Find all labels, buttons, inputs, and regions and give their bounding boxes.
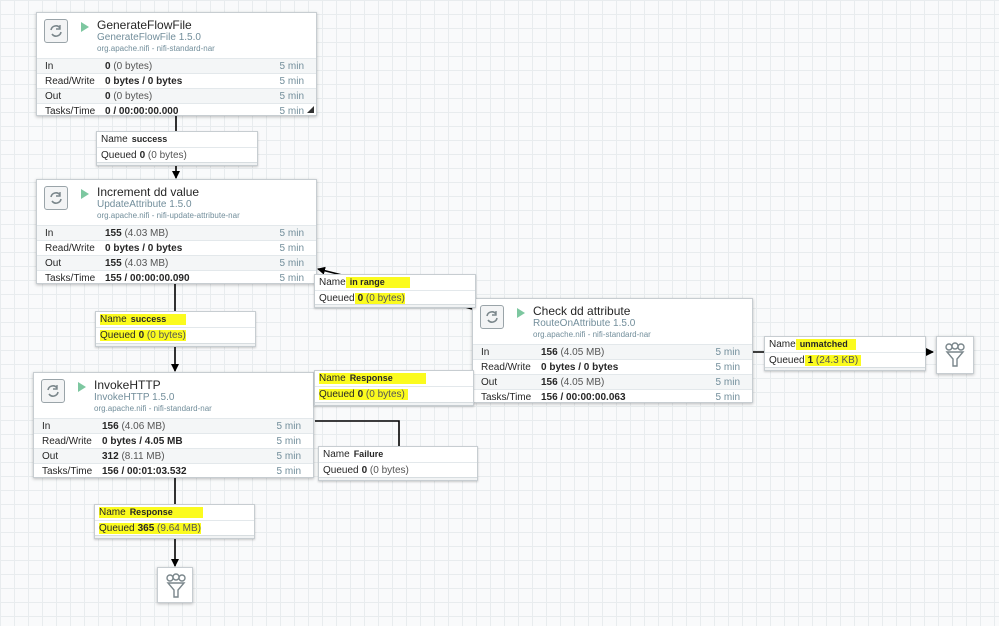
processor-bundle: org.apache.nifi - nifi-standard-nar bbox=[94, 404, 212, 413]
processor-name: Check dd attribute bbox=[533, 304, 631, 318]
run-status-icon bbox=[81, 22, 89, 32]
processor-icon bbox=[44, 186, 68, 210]
processor-type: RouteOnAttribute 1.5.0 bbox=[533, 318, 636, 329]
run-status-icon bbox=[517, 308, 525, 318]
wire-invoke-failure-loop bbox=[315, 420, 400, 450]
processor-name: Increment dd value bbox=[97, 185, 200, 199]
queue-bar bbox=[315, 402, 473, 405]
funnel-icon bbox=[945, 342, 965, 367]
resize-corner-icon[interactable] bbox=[307, 106, 314, 113]
processor-name: GenerateFlowFile bbox=[97, 18, 192, 32]
funnel-icon bbox=[166, 573, 186, 598]
run-status-icon bbox=[81, 189, 89, 199]
queue-bar bbox=[96, 343, 255, 346]
processor-icon bbox=[480, 305, 504, 329]
funnel-right[interactable] bbox=[936, 336, 974, 374]
processor-icon bbox=[41, 379, 65, 403]
processor-icon bbox=[44, 19, 68, 43]
processor-increment-dd-value[interactable]: Increment dd value UpdateAttribute 1.5.0… bbox=[36, 179, 317, 284]
queue-bar bbox=[315, 304, 475, 307]
funnel-bottom[interactable] bbox=[157, 567, 193, 603]
processor-type: UpdateAttribute 1.5.0 bbox=[97, 199, 192, 210]
processor-generate-flowfile[interactable]: GenerateFlowFile GenerateFlowFile 1.5.0 … bbox=[36, 12, 317, 118]
processor-bundle: org.apache.nifi - nifi-standard-nar bbox=[97, 44, 215, 53]
queue-bar bbox=[97, 162, 257, 165]
queue-bar bbox=[95, 535, 254, 538]
processor-check-dd-attribute[interactable]: Check dd attribute RouteOnAttribute 1.5.… bbox=[472, 298, 753, 403]
queue-bar bbox=[765, 367, 925, 370]
processor-bundle: org.apache.nifi - nifi-update-attribute-… bbox=[97, 211, 240, 220]
queue-bar bbox=[319, 477, 477, 480]
processor-type: InvokeHTTP 1.5.0 bbox=[94, 392, 175, 403]
processor-name: InvokeHTTP bbox=[94, 378, 161, 392]
run-status-icon bbox=[78, 382, 86, 392]
processor-type: GenerateFlowFile 1.5.0 bbox=[97, 32, 201, 43]
processor-invokehttp[interactable]: InvokeHTTP InvokeHTTP 1.5.0 org.apache.n… bbox=[33, 372, 314, 478]
processor-bundle: org.apache.nifi - nifi-standard-nar bbox=[533, 330, 651, 339]
